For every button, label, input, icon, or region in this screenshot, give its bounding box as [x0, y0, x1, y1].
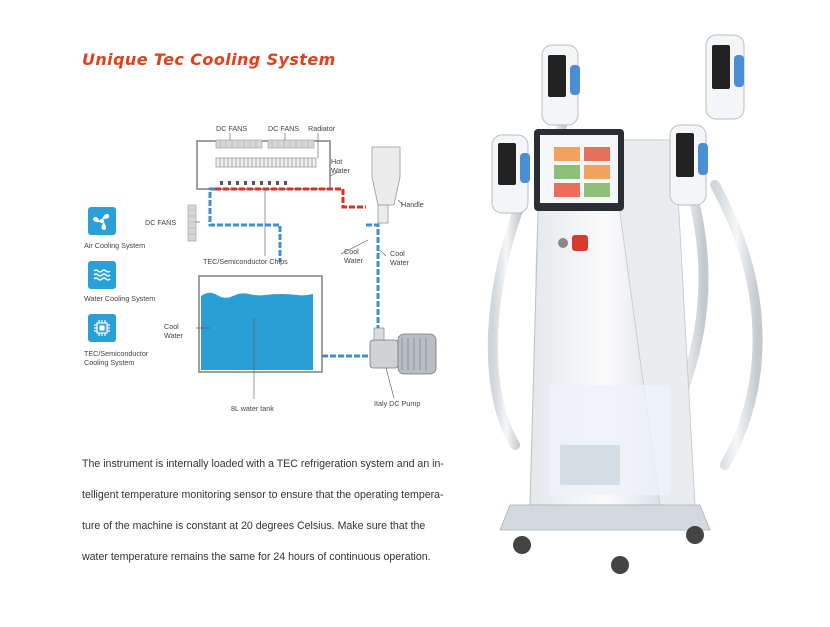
- label-hot-water: Hot Water: [331, 157, 350, 175]
- label-dc-fans-side: DC FANS: [145, 218, 177, 227]
- radiator-fins: [215, 157, 317, 168]
- page-title: Unique Tec Cooling System: [82, 50, 336, 69]
- label-dc-fans-1: DC FANS: [216, 124, 248, 133]
- legend-label-tec: TEC/Semiconductor Cooling System: [84, 349, 149, 367]
- label-radiator: Radiator: [308, 124, 336, 133]
- water-tank-outline: [198, 275, 323, 373]
- handpiece-2: [705, 34, 745, 120]
- cryolipolysis-machine-illustration: [487, 34, 763, 574]
- description-line: ture of the machine is constant at 20 de…: [82, 520, 426, 532]
- water-tank-water: [201, 292, 313, 370]
- description: The instrument is internally loaded with…: [82, 452, 474, 576]
- chip-icon: [88, 314, 116, 342]
- description-line: water temperature remains the same for 2…: [82, 551, 431, 563]
- label-tec-chips: TEC/Semiconductor Chips: [203, 257, 288, 266]
- legend-label-water: Water Cooling System: [84, 294, 156, 303]
- tec-chips: [220, 181, 287, 185]
- fan-icon: [88, 207, 116, 235]
- label-water-tank: 8L water tank: [231, 404, 274, 413]
- pump-drawing: [369, 327, 437, 375]
- dc-fan-1: [215, 139, 263, 149]
- handpiece-4: [669, 124, 708, 206]
- cool-water-pipe-2: [366, 223, 380, 336]
- label-dc-fans-2: DC FANS: [268, 124, 300, 133]
- label-cool-water-2: Cool Water: [390, 249, 409, 267]
- label-handle: Handle: [401, 200, 424, 209]
- label-cool-water-1: Cool Water: [344, 247, 363, 265]
- touch-screen: [534, 129, 624, 211]
- handpiece-1: [541, 44, 580, 126]
- dc-fan-side: [187, 204, 197, 242]
- cool-water-pipe-1: [208, 187, 282, 262]
- cooling-schematic: [187, 133, 437, 399]
- handpiece-3: [491, 134, 530, 214]
- dc-fan-2: [267, 139, 315, 149]
- legend-label-air: Air Cooling System: [84, 241, 146, 250]
- hot-water-pipe: [215, 187, 366, 209]
- label-cool-water-tank: Cool Water: [164, 322, 183, 340]
- water-waves-icon: [88, 261, 116, 289]
- label-pump: Italy DC Pump: [374, 399, 421, 408]
- handle-drawing: [371, 146, 401, 224]
- description-line: The instrument is internally loaded with…: [82, 458, 444, 470]
- description-line: telligent temperature monitoring sensor …: [82, 489, 444, 501]
